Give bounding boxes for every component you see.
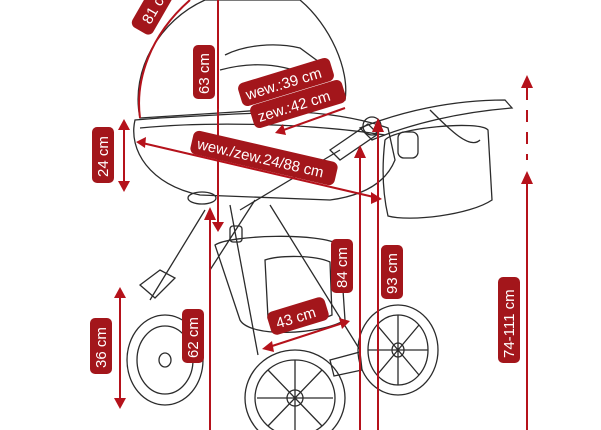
dim-36-arrow-top bbox=[114, 287, 126, 298]
dim-74-111-arrow-lower bbox=[521, 171, 533, 184]
handlebar bbox=[358, 99, 514, 141]
dim-74-111-arrow-upper bbox=[521, 75, 533, 88]
dim-43-arrow-right bbox=[339, 318, 350, 329]
svg-text:36 cm: 36 cm bbox=[93, 327, 110, 368]
dim-63-arrow bbox=[212, 222, 224, 232]
dim-42-line bbox=[277, 107, 346, 133]
dim-88-arrow-left bbox=[136, 137, 146, 148]
axle-brake bbox=[329, 351, 363, 377]
bag bbox=[382, 124, 493, 219]
dim-24-arrow-top bbox=[118, 119, 130, 130]
front-wheel bbox=[244, 349, 346, 430]
dim-81-line bbox=[138, 0, 191, 119]
frame-main bbox=[149, 199, 361, 356]
dimension-lines bbox=[114, 0, 533, 430]
stroller-drawing bbox=[126, 0, 514, 430]
label-74-111: 74-111 cm bbox=[498, 277, 520, 363]
front-right-wheel bbox=[357, 304, 439, 396]
svg-text:74-111 cm: 74-111 cm bbox=[501, 289, 518, 358]
svg-text:93 cm: 93 cm bbox=[384, 253, 401, 294]
frame-clamp bbox=[229, 225, 243, 243]
dim-88-arrow-right bbox=[371, 192, 382, 204]
dim-43-line bbox=[265, 321, 347, 349]
dim-42-arrow bbox=[275, 124, 286, 135]
canopy bbox=[137, 0, 347, 119]
carrycot-handle-knob bbox=[187, 191, 217, 205]
svg-text:24 cm: 24 cm bbox=[95, 136, 112, 177]
svg-text:62 cm: 62 cm bbox=[185, 317, 202, 358]
dim-43-arrow-left bbox=[262, 341, 274, 352]
label-36: 36 cm bbox=[90, 318, 112, 374]
label-63: 63 cm bbox=[193, 45, 215, 99]
label-wewzew: wew./zew.24/88 cm bbox=[190, 130, 338, 186]
label-93: 93 cm bbox=[381, 245, 403, 299]
fork-front bbox=[138, 269, 177, 299]
dim-84-arrow bbox=[354, 145, 366, 158]
dim-24-arrow-bottom bbox=[118, 181, 130, 192]
svg-text:63 cm: 63 cm bbox=[196, 53, 213, 94]
carrycot-rim bbox=[139, 123, 386, 136]
dim-93-arrow bbox=[372, 118, 384, 132]
dim-36-arrow-bottom bbox=[114, 398, 126, 409]
carrycot-body bbox=[133, 111, 396, 201]
label-62: 62 cm bbox=[182, 309, 204, 363]
dim-62-arrow bbox=[204, 207, 216, 220]
label-43: 43 cm bbox=[267, 297, 329, 335]
label-84: 84 cm bbox=[331, 239, 353, 293]
svg-text:84 cm: 84 cm bbox=[334, 247, 351, 288]
dim-88-line bbox=[137, 141, 379, 199]
label-24: 24 cm bbox=[92, 127, 114, 183]
bag-pocket bbox=[397, 131, 419, 159]
bag-strap bbox=[429, 109, 481, 144]
canopy-inner bbox=[224, 44, 331, 71]
